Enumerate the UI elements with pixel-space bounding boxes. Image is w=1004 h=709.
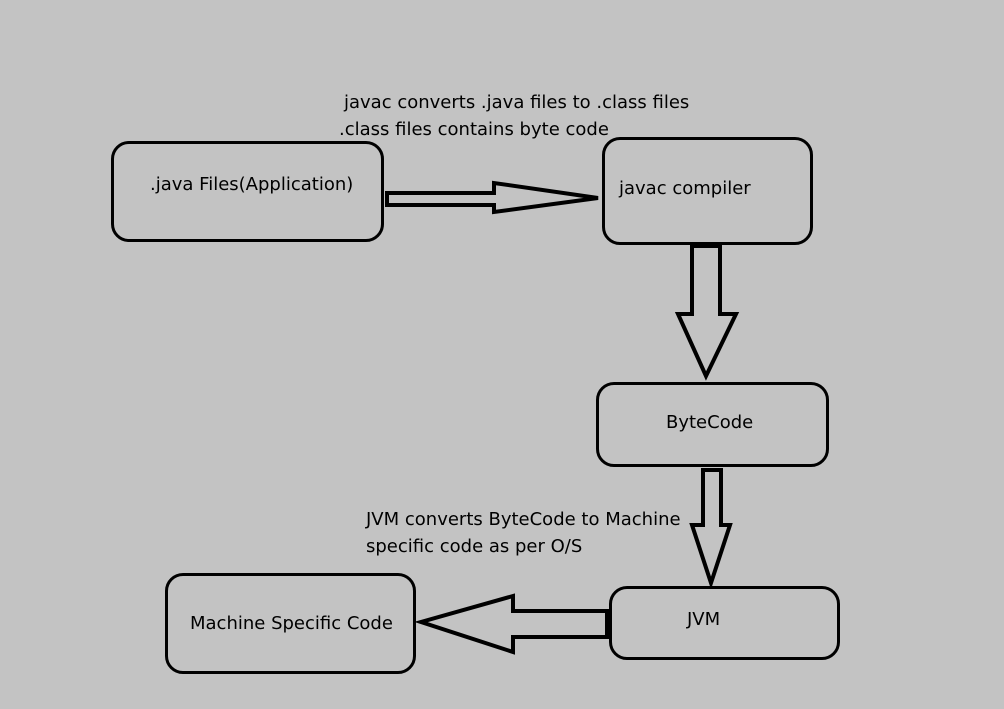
node-java-files: .java Files(Application) <box>111 141 384 242</box>
annotation-javac-line2: .class files contains byte code <box>339 119 609 140</box>
node-javac-compiler: javac compiler <box>602 137 813 245</box>
arrow-java-to-javac <box>385 180 599 215</box>
annotation-jvm-line2: specific code as per O/S <box>366 536 583 557</box>
node-bytecode: ByteCode <box>596 382 829 467</box>
annotation-jvm-line1: JVM converts ByteCode to Machine <box>366 509 681 530</box>
node-javac-compiler-label: javac compiler <box>619 178 751 199</box>
node-java-files-label: .java Files(Application) <box>150 174 354 195</box>
node-jvm: JVM <box>609 586 840 660</box>
node-machine-specific-code-label: Machine Specific Code <box>190 613 393 634</box>
arrow-bytecode-to-jvm <box>689 468 733 590</box>
node-jvm-label: JVM <box>687 609 721 630</box>
node-machine-specific-code: Machine Specific Code <box>165 573 416 674</box>
arrow-javac-to-bytecode <box>674 244 740 381</box>
arrow-jvm-to-machine <box>414 593 609 655</box>
node-bytecode-label: ByteCode <box>666 412 754 433</box>
annotation-javac-line1: javac converts .java files to .class fil… <box>344 92 690 113</box>
